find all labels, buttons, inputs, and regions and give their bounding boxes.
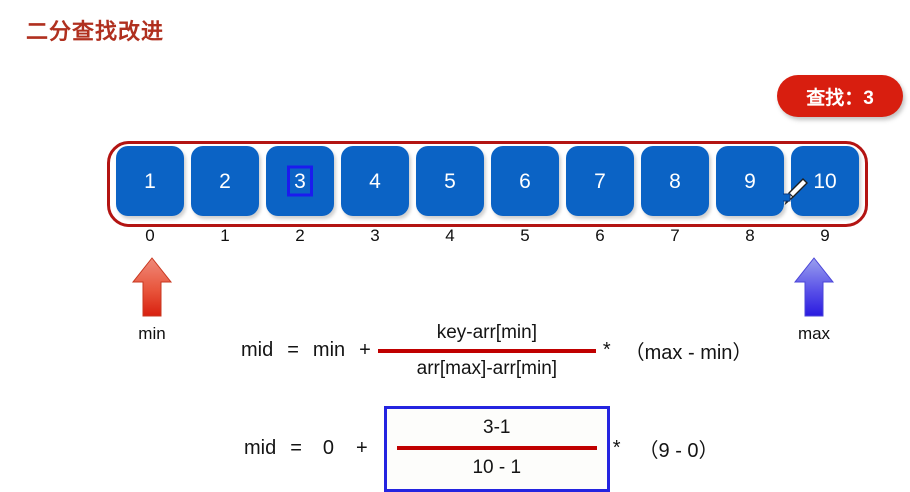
page-title: 二分查找改进 (26, 19, 165, 44)
array-frame (107, 141, 868, 227)
array-cell[interactable]: 9 (716, 146, 784, 216)
array-index-label: 4 (445, 226, 455, 245)
formula2-factor: （9 - 0） (638, 440, 719, 463)
formula2-equals: = (290, 437, 302, 460)
array-cell[interactable]: 4 (341, 146, 409, 216)
up-arrow-icon (793, 257, 835, 317)
formula2-lhs: mid (244, 437, 277, 460)
min-pointer-label: min (138, 324, 166, 343)
array-cells: 1 2 3 4 5 6 7 8 9 10 (116, 146, 860, 216)
array-cell-value: 2 (219, 169, 231, 193)
array-index-label: 1 (220, 226, 230, 245)
array-index-label: 3 (370, 226, 380, 245)
array-cell[interactable]: 5 (416, 146, 484, 216)
array-index-label: 5 (520, 226, 530, 245)
formula1-plus: + (359, 339, 371, 362)
array-cell[interactable]: 1 (116, 146, 184, 216)
formula2-plus: + (356, 437, 368, 460)
array-cell[interactable]: 10 (791, 146, 859, 216)
formula2-fraction-bar (396, 445, 597, 450)
formula2-highlight-box: 3-1 10 - 1 (383, 406, 610, 492)
array-cell-value: 8 (669, 169, 681, 193)
array-cell[interactable]: 7 (566, 146, 634, 216)
formula2-denominator: 10 - 1 (472, 456, 522, 478)
max-pointer-label: max (797, 324, 831, 343)
array-cell-value: 5 (444, 169, 456, 193)
array-cell-value: 6 (519, 169, 531, 193)
max-pointer: max (784, 256, 844, 344)
array-index-label: 9 (820, 226, 830, 245)
array-index-label: 0 (145, 226, 155, 245)
array-cell[interactable]: 8 (641, 146, 709, 216)
array-cell-value: 9 (744, 169, 756, 193)
formula1-fraction-bar (377, 348, 596, 353)
search-key-badge-label: 查找：3 (806, 87, 874, 109)
array-cell-value: 7 (594, 169, 606, 193)
formula1-term: min (312, 339, 346, 362)
formula1-factor: （max - min） (624, 342, 753, 365)
formula2-fraction: 3-1 10 - 1 (396, 415, 597, 481)
array-index-label: 6 (595, 226, 605, 245)
formula1-fraction: key-arr[min] arr[max]-arr[min] (377, 320, 596, 382)
formula2-times: * (612, 437, 621, 460)
array-cell[interactable]: 6 (491, 146, 559, 216)
array-cell-value: 10 (813, 169, 837, 193)
array-cell-value: 3 (294, 169, 306, 193)
formula1-lhs: mid (241, 339, 274, 362)
interpolation-formula-general: mid = min + key-arr[min] arr[max]-arr[mi… (234, 320, 759, 382)
highlight-box (287, 165, 313, 197)
formula1-times: * (602, 339, 611, 362)
array-index-labels: 0 1 2 3 4 5 6 7 8 9 (116, 226, 860, 250)
array-cell-value: 1 (144, 169, 156, 193)
formula2-numerator: 3-1 (483, 417, 511, 438)
formula1-denominator: arr[max]-arr[min] (416, 357, 558, 379)
formula1-numerator: key-arr[min] (436, 322, 537, 343)
search-key-badge: 查找：3 (777, 75, 903, 117)
up-arrow-icon (131, 257, 173, 317)
array-cell-highlighted[interactable]: 3 (266, 146, 334, 216)
min-pointer: min (122, 256, 182, 344)
array-index-label: 8 (745, 226, 755, 245)
array-cell-value: 4 (369, 169, 381, 193)
formula2-term: 0 (322, 437, 335, 460)
array-cell[interactable]: 2 (191, 146, 259, 216)
array-index-label: 7 (670, 226, 680, 245)
interpolation-formula-example: mid = 0 + 3-1 10 - 1 * （9 - 0） (237, 406, 726, 492)
array-index-label: 2 (295, 226, 305, 245)
formula1-equals: = (287, 339, 299, 362)
